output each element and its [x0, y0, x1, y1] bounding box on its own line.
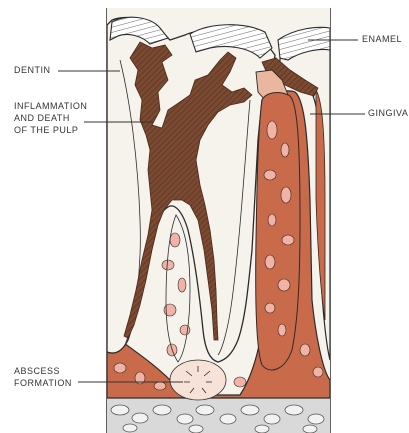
- label-pulp-line3: OF THE PULP: [14, 125, 78, 136]
- label-gingiva: GINGIVA: [368, 108, 408, 119]
- label-pulp-line1: INFLAMMATION: [14, 101, 87, 112]
- alveolar-bone-base: [107, 398, 330, 433]
- label-abscess-line1: ABSCESS: [14, 366, 60, 377]
- interdental-bone: [256, 93, 300, 370]
- label-abscess-line2: FORMATION: [14, 378, 72, 389]
- label-enamel: ENAMEL: [362, 34, 402, 45]
- label-dentin: DENTIN: [14, 65, 51, 76]
- label-pulp-line2: AND DEATH: [14, 113, 70, 124]
